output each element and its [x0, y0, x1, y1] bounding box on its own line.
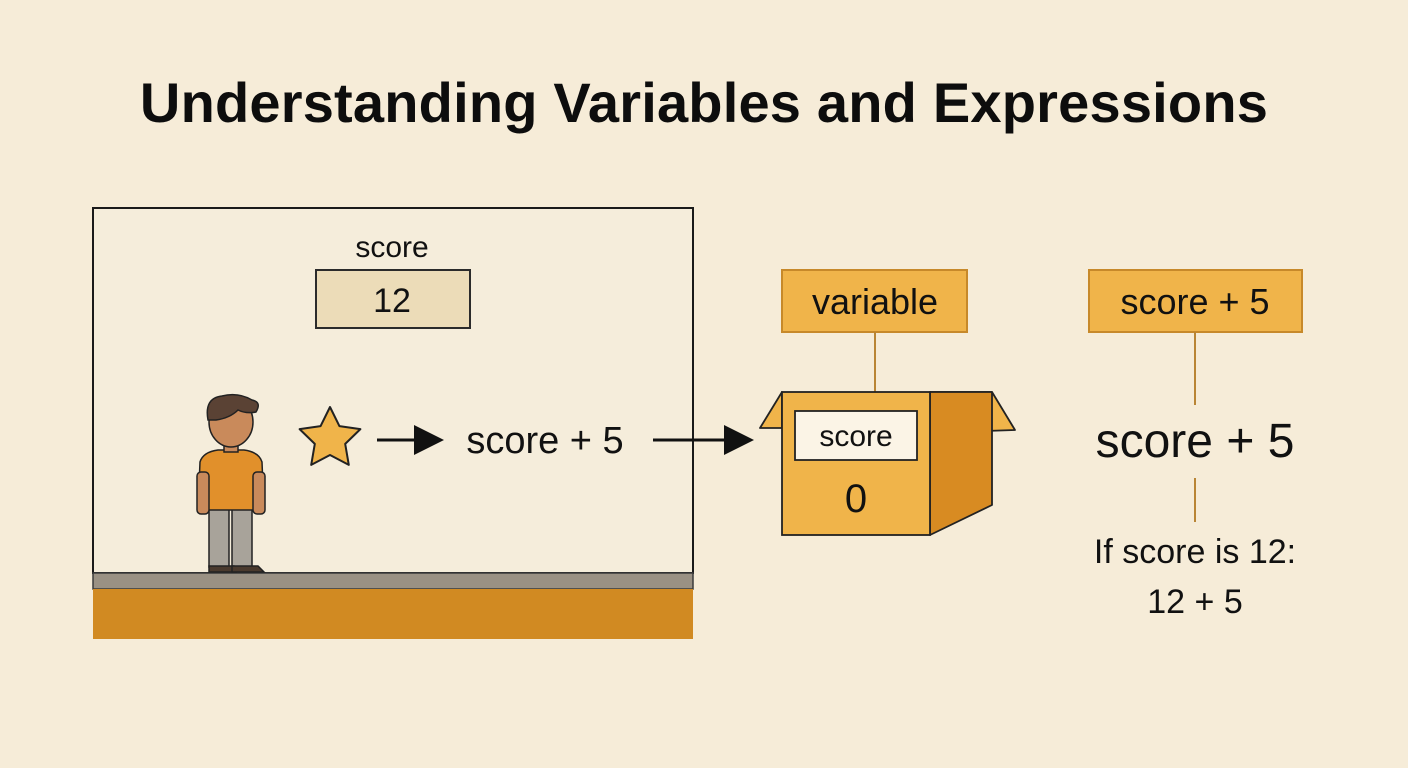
- floor-strip: [92, 572, 694, 590]
- scene-expression: score + 5: [466, 420, 623, 462]
- variable-value: 0: [845, 477, 867, 521]
- substitution-text: 12 + 5: [1147, 583, 1242, 621]
- variable-tag-label: variable: [812, 281, 938, 322]
- expression-text: score + 5: [1096, 415, 1295, 468]
- ground: [93, 589, 693, 639]
- variable-box: variable score 0: [759, 269, 1016, 536]
- expression-panel: score + 5 score + 5 If score is 12: 12 +…: [1088, 269, 1303, 621]
- score-display: [315, 269, 471, 329]
- expression-tag: [1088, 269, 1303, 333]
- person-icon: [196, 393, 266, 573]
- game-scene: score 12 score + 5: [92, 207, 694, 639]
- score-value: 12: [373, 282, 411, 320]
- page-title: Understanding Variables and Expressions: [139, 71, 1269, 134]
- variable-tag: [781, 269, 968, 333]
- variable-name-label: [794, 410, 918, 461]
- scene-frame: [92, 207, 694, 574]
- condition-text: If score is 12:: [1094, 533, 1296, 571]
- score-label: score: [355, 231, 428, 264]
- variable-name: score: [819, 420, 892, 453]
- star-icon: [298, 406, 362, 466]
- expression-tag-label: score + 5: [1120, 281, 1269, 322]
